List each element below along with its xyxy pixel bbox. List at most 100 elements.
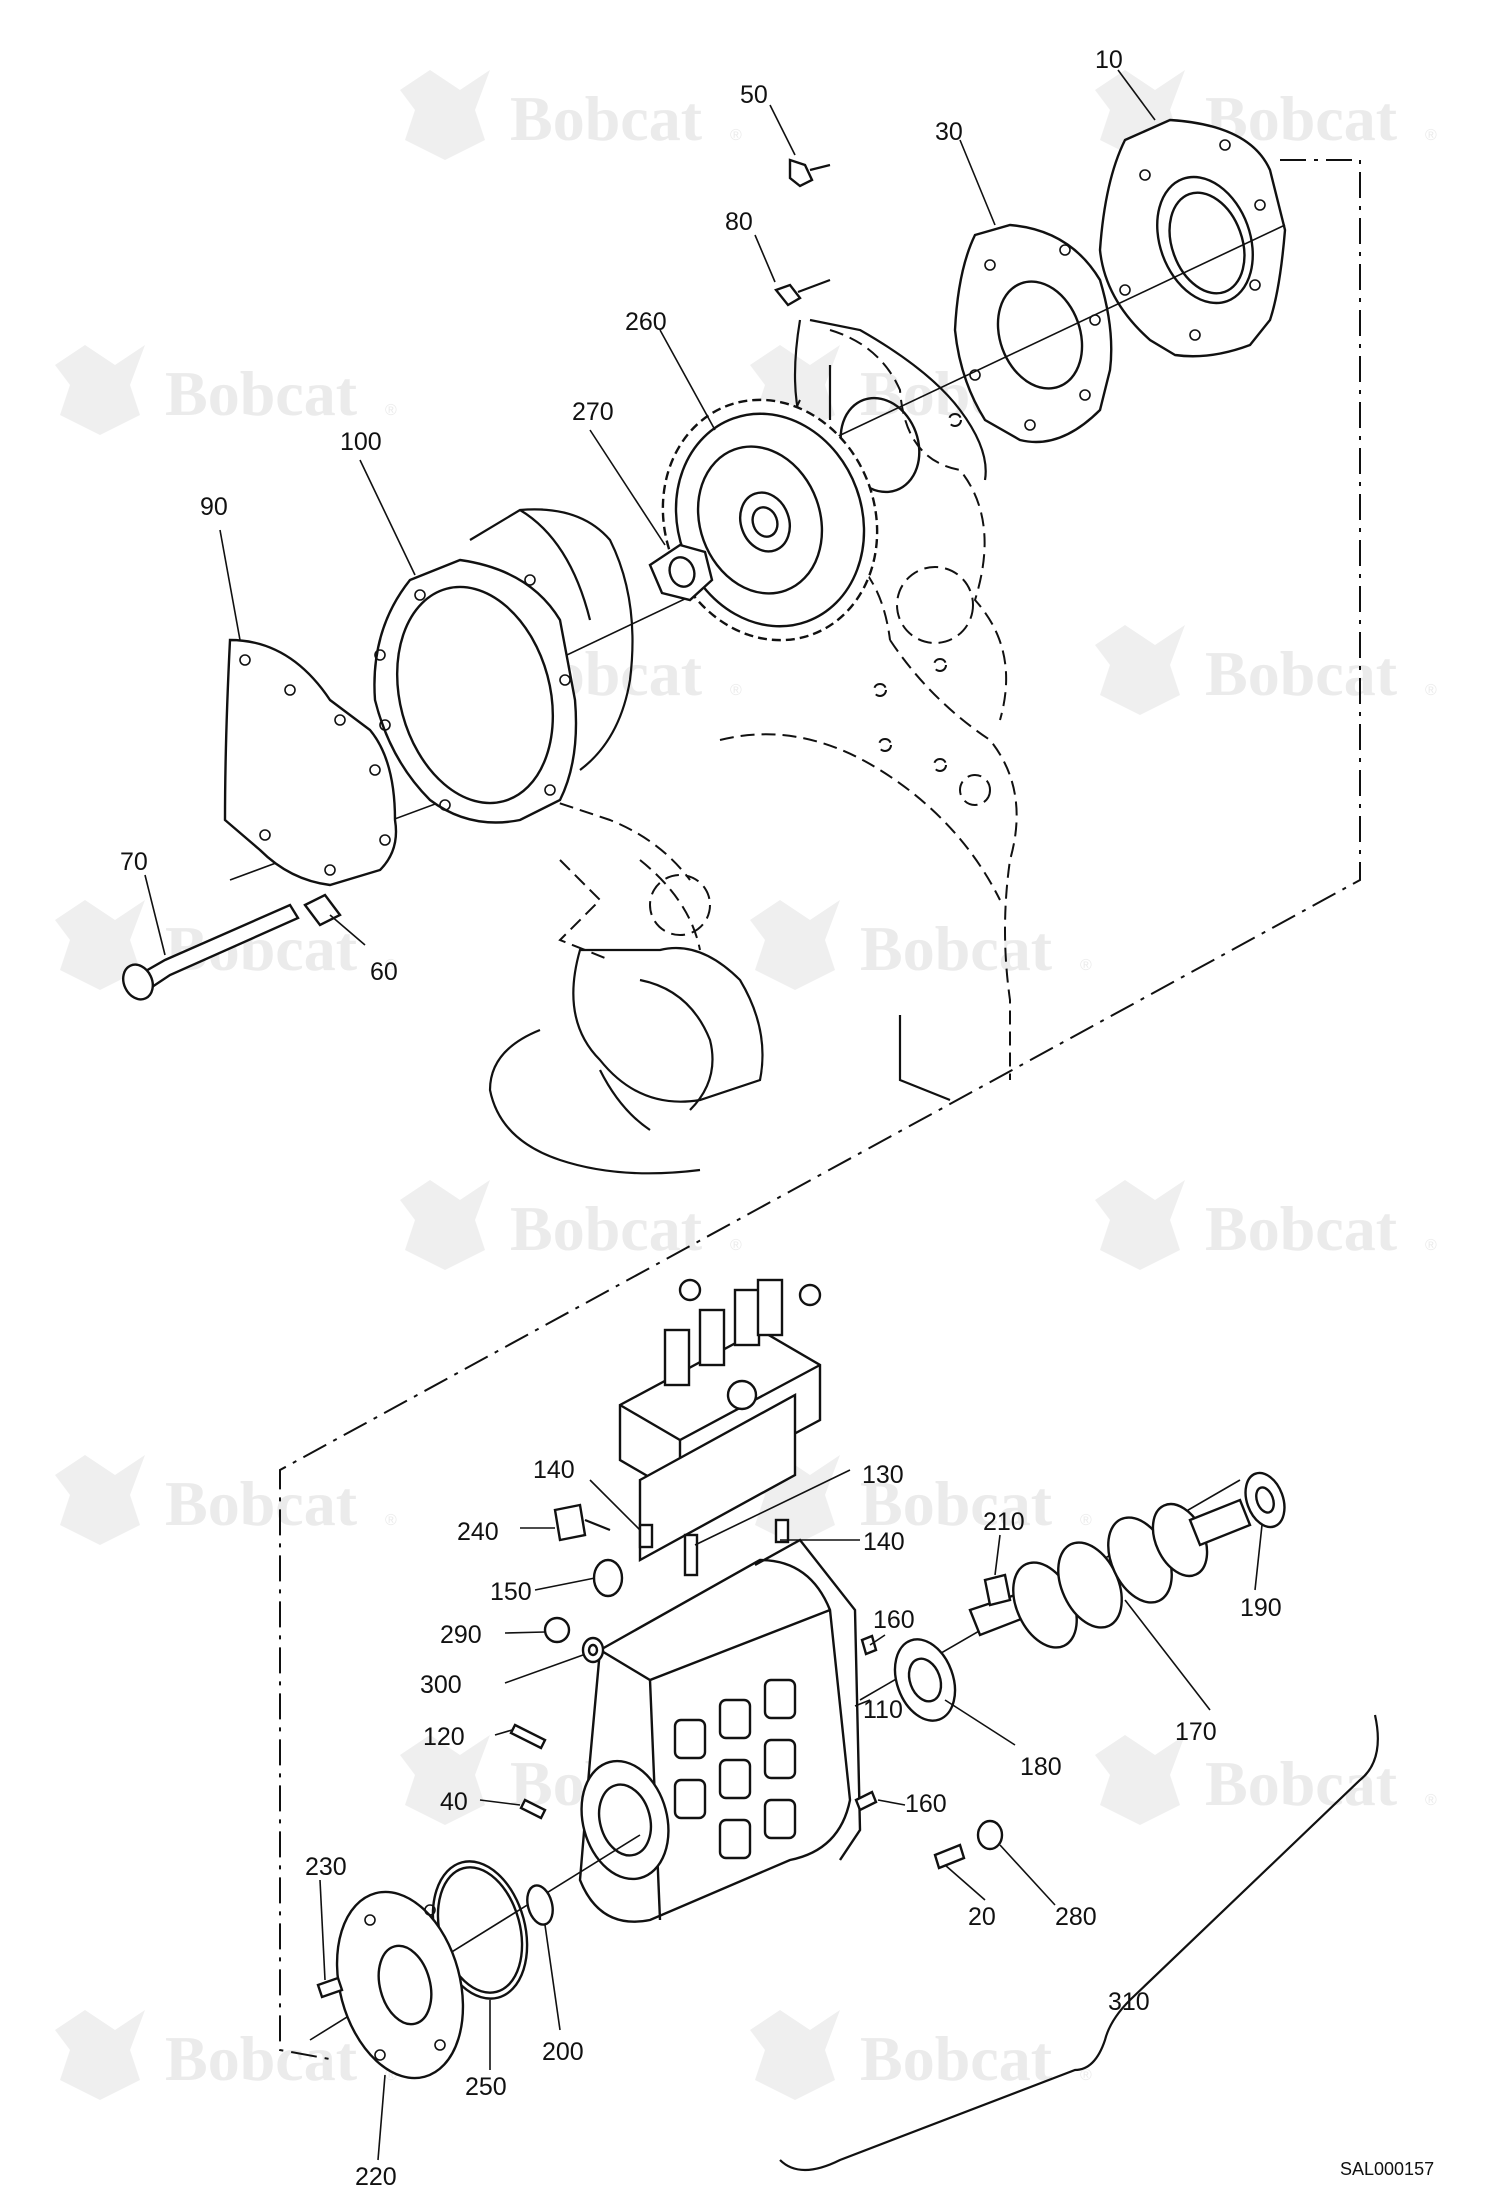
callout-80: 80 [725,208,753,236]
callout-90: 90 [200,493,228,521]
callout-260: 260 [625,308,667,336]
watermark-text: Bobcat [510,83,703,154]
part-180-bearing [893,1638,957,1722]
watermark-text: Bobcat [860,1468,1053,1539]
watermark-logo: Bobcat ® [750,2010,1092,2100]
callout-120: 120 [423,1723,465,1751]
part-160-pin [854,1790,878,1812]
part-210-key [983,1573,1012,1607]
callout-60: 60 [370,958,398,986]
callout-200: 200 [542,2038,584,2066]
watermark-text: Bobcat [860,913,1053,984]
watermark-logo: Bobcat ® [1095,625,1437,715]
callout-230: 230 [305,1853,347,1881]
part-140-pin [638,1523,654,1549]
watermark-reg: ® [385,1512,397,1529]
part-160-pin [860,1634,878,1656]
watermark-logo: Bobcat ® [55,345,397,435]
callout-160-top: 160 [873,1606,915,1634]
part-40-pin [519,1798,547,1820]
callout-40: 40 [440,1788,468,1816]
watermark-text: Bobcat [510,1193,703,1264]
callout-130: 130 [862,1461,904,1489]
callout-140-left: 140 [533,1456,575,1484]
drawing-code: SAL000157 [1340,2159,1434,2179]
watermark-reg: ® [1425,127,1437,144]
callout-20: 20 [968,1903,996,1931]
part-70-long-bolt [122,903,300,1001]
part-300-washer [581,1636,605,1664]
watermark-logo: Bobcat ® [1095,1180,1437,1270]
callout-290: 290 [440,1621,482,1649]
watermark-logo: Bobcat ® [400,1180,742,1270]
bracket-310 [779,1714,1379,2171]
watermark-logo: Bobcat ® [55,2010,397,2100]
watermark-reg: ® [730,682,742,699]
callout-10: 10 [1095,46,1123,74]
callout-220: 220 [355,2163,397,2191]
callout-240: 240 [457,1518,499,1546]
callout-70: 70 [120,848,148,876]
part-260-gear [661,398,879,642]
delivery-valve [663,1278,822,1411]
watermark-logo: Bobcat ® [55,1455,397,1545]
watermark-logo: Bobcat ® [400,70,742,160]
watermark-text: Bobcat [1205,638,1398,709]
part-170-camshaft [968,1498,1252,1649]
watermark-reg: ® [730,127,742,144]
part-50-bolt [788,158,831,188]
callout-30: 30 [935,118,963,146]
watermark-reg: ® [1080,1512,1092,1529]
part-220-cover-plate [335,1890,465,2080]
part-280-bushing [976,1819,1004,1851]
watermark-reg: ® [1425,1792,1437,1809]
part-240-bolt [553,1503,611,1542]
injection-pump-body [578,1278,862,1923]
part-90-gasket [223,638,398,887]
part-270-nut [648,543,714,602]
watermark-reg: ® [1425,682,1437,699]
watermark-reg: ® [1425,1237,1437,1254]
watermark-reg: ® [1080,2067,1092,2084]
callout-190: 190 [1240,1594,1282,1622]
watermark-reg: ® [1080,957,1092,974]
part-130-pin [683,1533,699,1577]
callout-210: 210 [983,1508,1025,1536]
part-120-pin [509,1723,547,1750]
callout-140-right: 140 [863,1528,905,1556]
callout-270: 270 [572,398,614,426]
part-290-plug [543,1616,571,1644]
assembly-boundary [279,159,1361,2061]
watermark-reg: ® [385,402,397,419]
callout-170: 170 [1175,1718,1217,1746]
watermark-logo: Bobcat ® [750,1455,1092,1545]
callout-50: 50 [740,81,768,109]
callout-310: 310 [1108,1988,1150,2016]
leader-lines [144,69,1263,2161]
watermark-reg: ® [730,1237,742,1254]
watermark-text: Bobcat [1205,1748,1398,1819]
watermark-logo: Bobcat ® [750,900,1092,990]
callout-250: 250 [465,2073,507,2101]
watermark-reg: ® [385,957,397,974]
watermark-text: Bobcat [165,2023,358,2094]
part-30-gasket [953,223,1113,444]
callout-300: 300 [420,1671,462,1699]
part-20-pin [933,1843,966,1870]
callout-150: 150 [490,1578,532,1606]
part-190-nut [1244,1471,1286,1529]
callout-labels: 10 30 50 80 260 270 100 90 70 60 140 130… [120,46,1282,2191]
callout-100: 100 [340,428,382,456]
watermark-logo: Bobcat ® [1095,1735,1437,1825]
part-10-housing-flange [1098,118,1287,358]
callout-160-bottom: 160 [905,1790,947,1818]
watermark-text: Bobcat [1205,1193,1398,1264]
part-80-bolt [774,278,831,307]
part-140-pin [774,1518,790,1544]
part-100-cover [373,508,634,824]
part-150-bushing [592,1558,624,1598]
watermark-text: Bobcat [860,2023,1053,2094]
callout-180: 180 [1020,1753,1062,1781]
part-200-snap-ring [526,1884,554,1926]
